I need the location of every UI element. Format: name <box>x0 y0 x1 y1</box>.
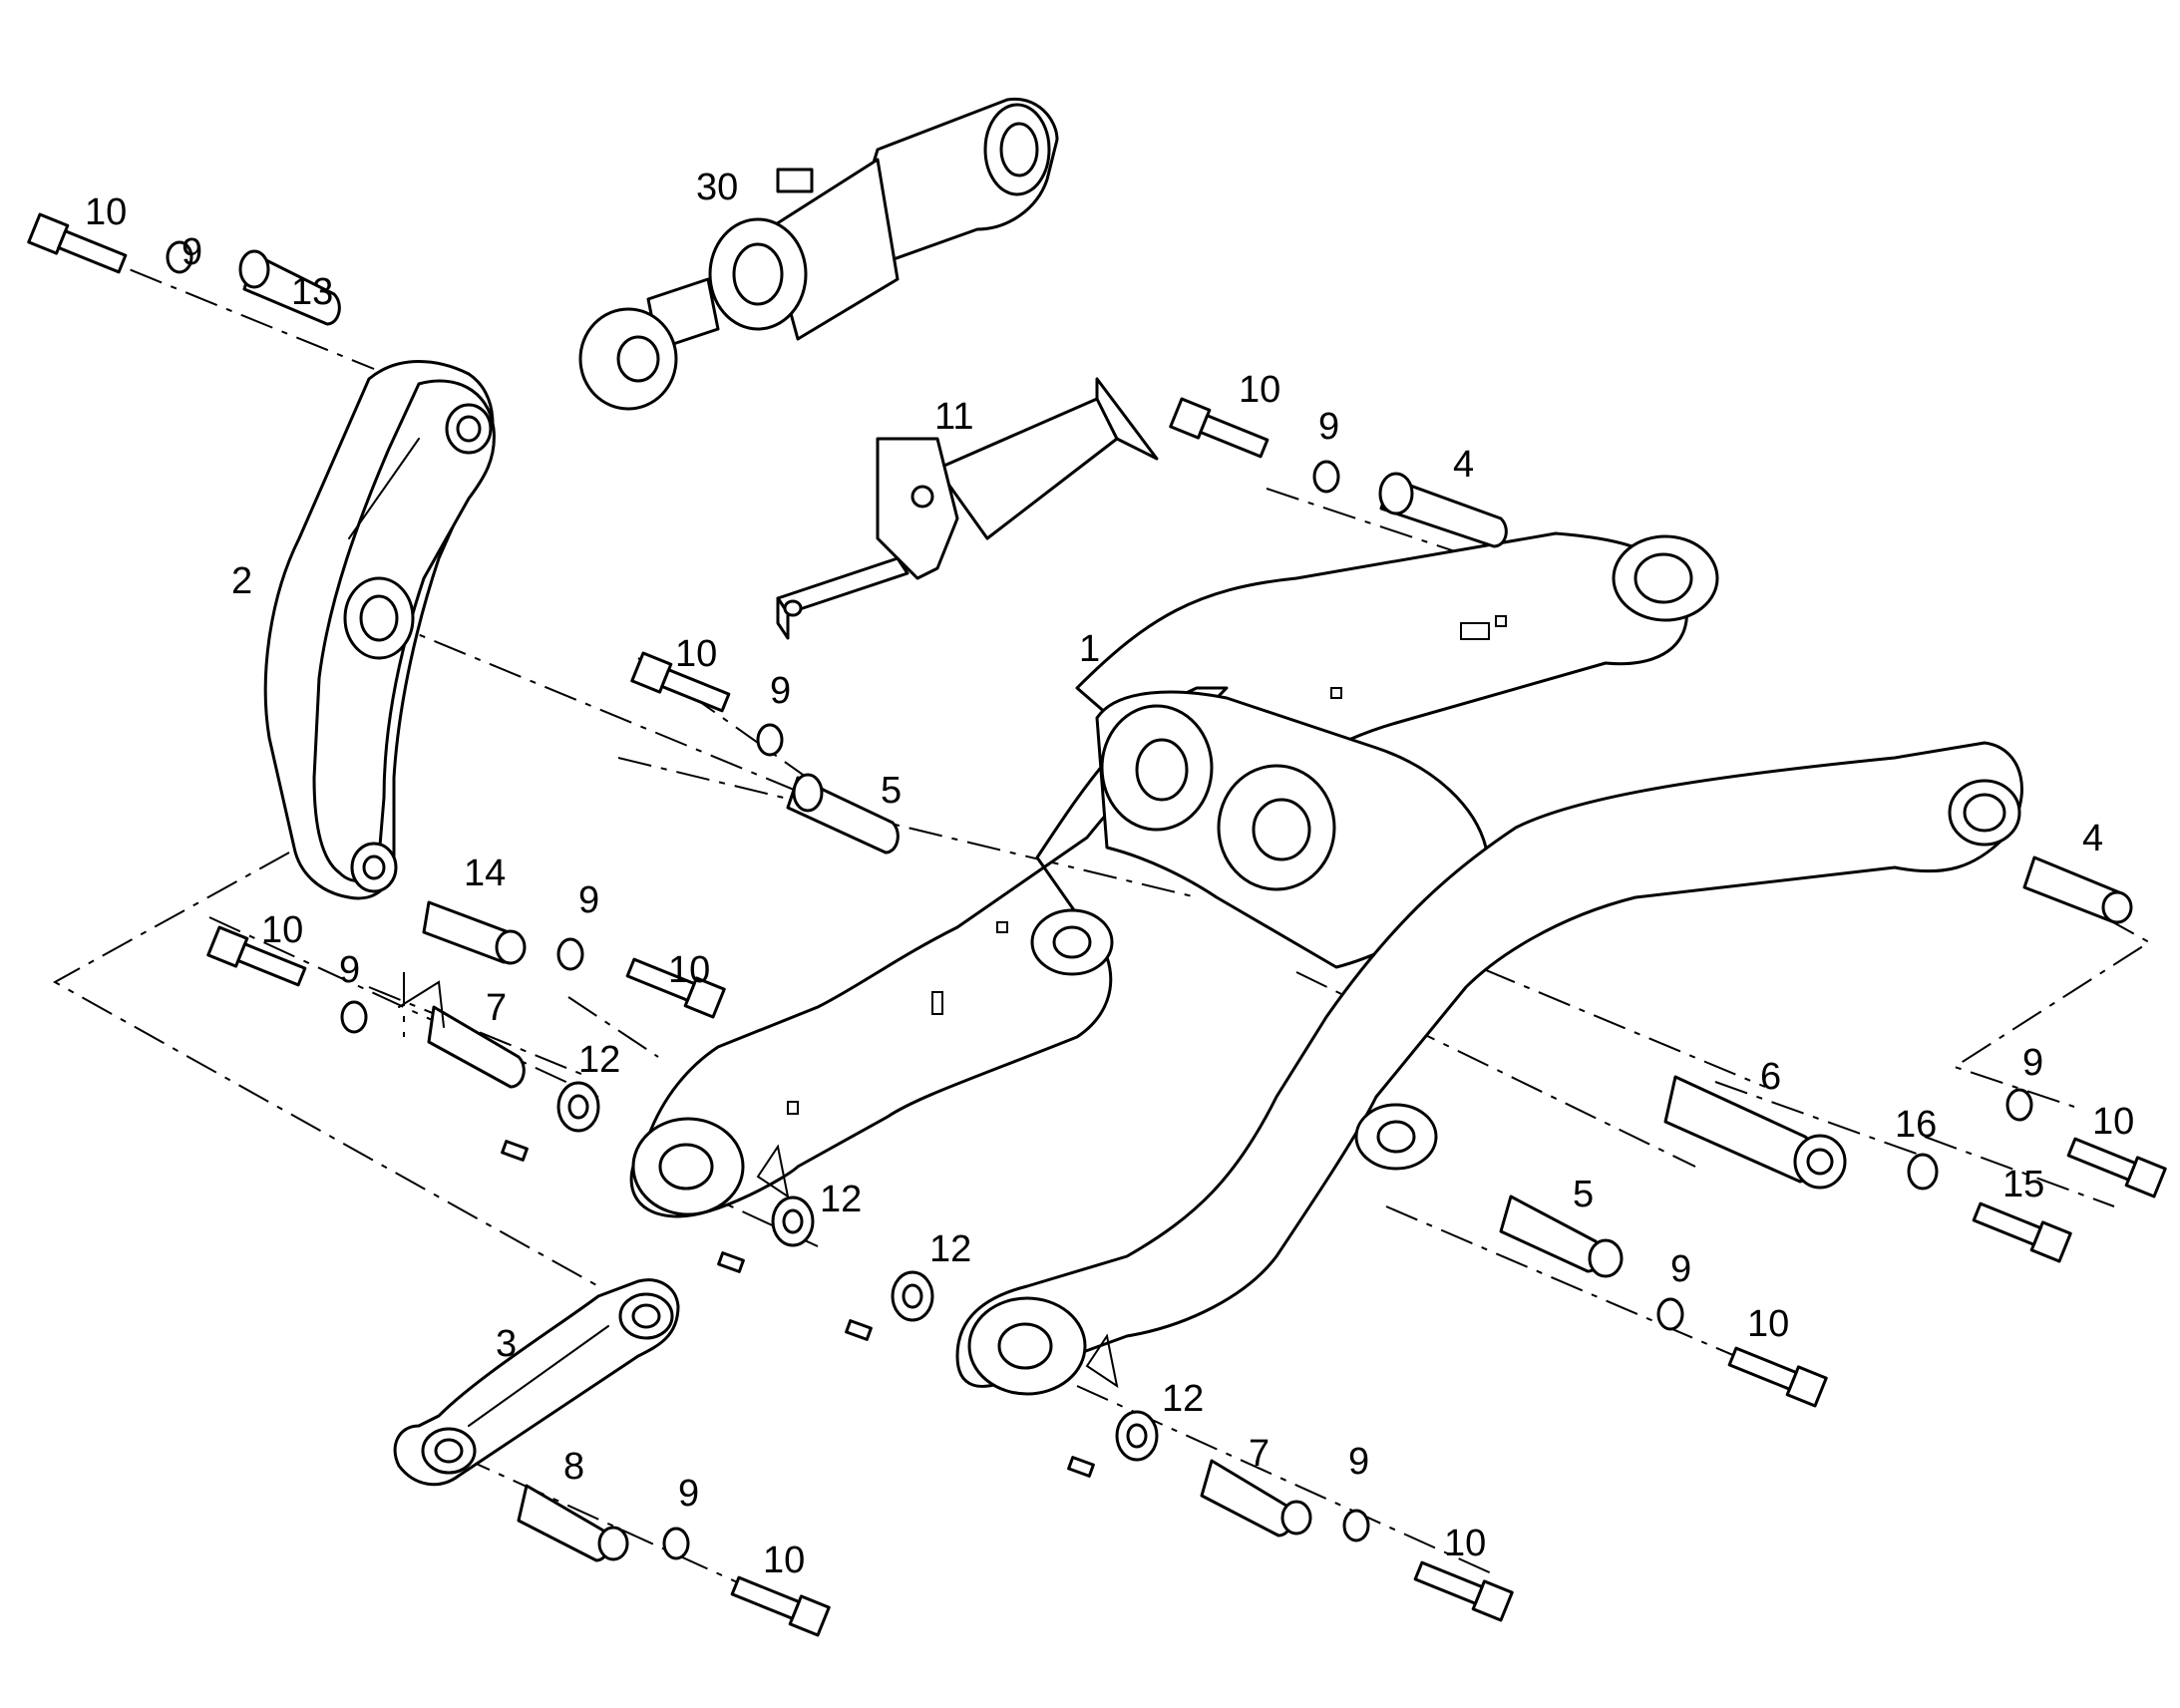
callout-12: 12 <box>929 1228 971 1270</box>
callout-10: 10 <box>763 1539 805 1581</box>
callout-9: 9 <box>678 1473 699 1515</box>
callout-9: 9 <box>339 949 360 991</box>
callout-9: 9 <box>578 879 599 921</box>
part-2-bellcrank <box>263 360 496 900</box>
callout-7: 7 <box>486 987 507 1029</box>
callout-8: 8 <box>563 1446 584 1488</box>
callout-16: 16 <box>1895 1104 1937 1146</box>
callout-9: 9 <box>770 670 791 712</box>
set-screws <box>501 1140 1095 1478</box>
washers <box>166 240 2033 1560</box>
bolts <box>27 212 2167 1637</box>
part-30-cylinder <box>578 97 1059 411</box>
callout-3: 3 <box>496 1323 517 1365</box>
callout-10: 10 <box>2092 1101 2134 1143</box>
callout-10: 10 <box>261 909 303 951</box>
callout-9: 9 <box>1670 1248 1691 1290</box>
callout-10: 10 <box>1444 1523 1486 1564</box>
callout-4: 4 <box>2082 818 2103 859</box>
callout-10: 10 <box>85 191 127 233</box>
callout-labels: 1 2 3 4 4 5 5 6 7 7 8 9 9 9 9 9 9 9 9 9 … <box>85 167 2134 1581</box>
callout-30: 30 <box>696 167 738 208</box>
callout-9: 9 <box>1318 406 1339 448</box>
pins <box>238 249 2133 1562</box>
callout-5: 5 <box>1573 1174 1594 1215</box>
callout-10: 10 <box>1747 1303 1789 1345</box>
callout-12: 12 <box>1162 1378 1204 1420</box>
callout-15: 15 <box>2002 1164 2044 1205</box>
callout-2: 2 <box>231 560 252 602</box>
callout-12: 12 <box>578 1039 620 1081</box>
callout-5: 5 <box>881 770 902 812</box>
callout-4: 4 <box>1453 444 1474 486</box>
callout-9: 9 <box>2022 1042 2043 1084</box>
callout-13: 13 <box>291 271 333 313</box>
callout-6: 6 <box>1760 1056 1781 1098</box>
callout-1: 1 <box>1079 628 1100 670</box>
callout-10: 10 <box>675 633 717 675</box>
callout-7: 7 <box>1249 1433 1270 1475</box>
callout-10: 10 <box>1239 369 1280 411</box>
callout-9: 9 <box>1348 1441 1369 1483</box>
part-1-lift-arm-frame <box>629 531 2023 1396</box>
part-3-link <box>393 1278 680 1487</box>
callout-14: 14 <box>464 853 506 894</box>
callout-12: 12 <box>820 1179 862 1220</box>
part-11-bracket <box>776 377 1159 640</box>
callout-9: 9 <box>182 231 202 273</box>
callout-11: 11 <box>934 396 973 438</box>
callout-10: 10 <box>668 949 710 991</box>
